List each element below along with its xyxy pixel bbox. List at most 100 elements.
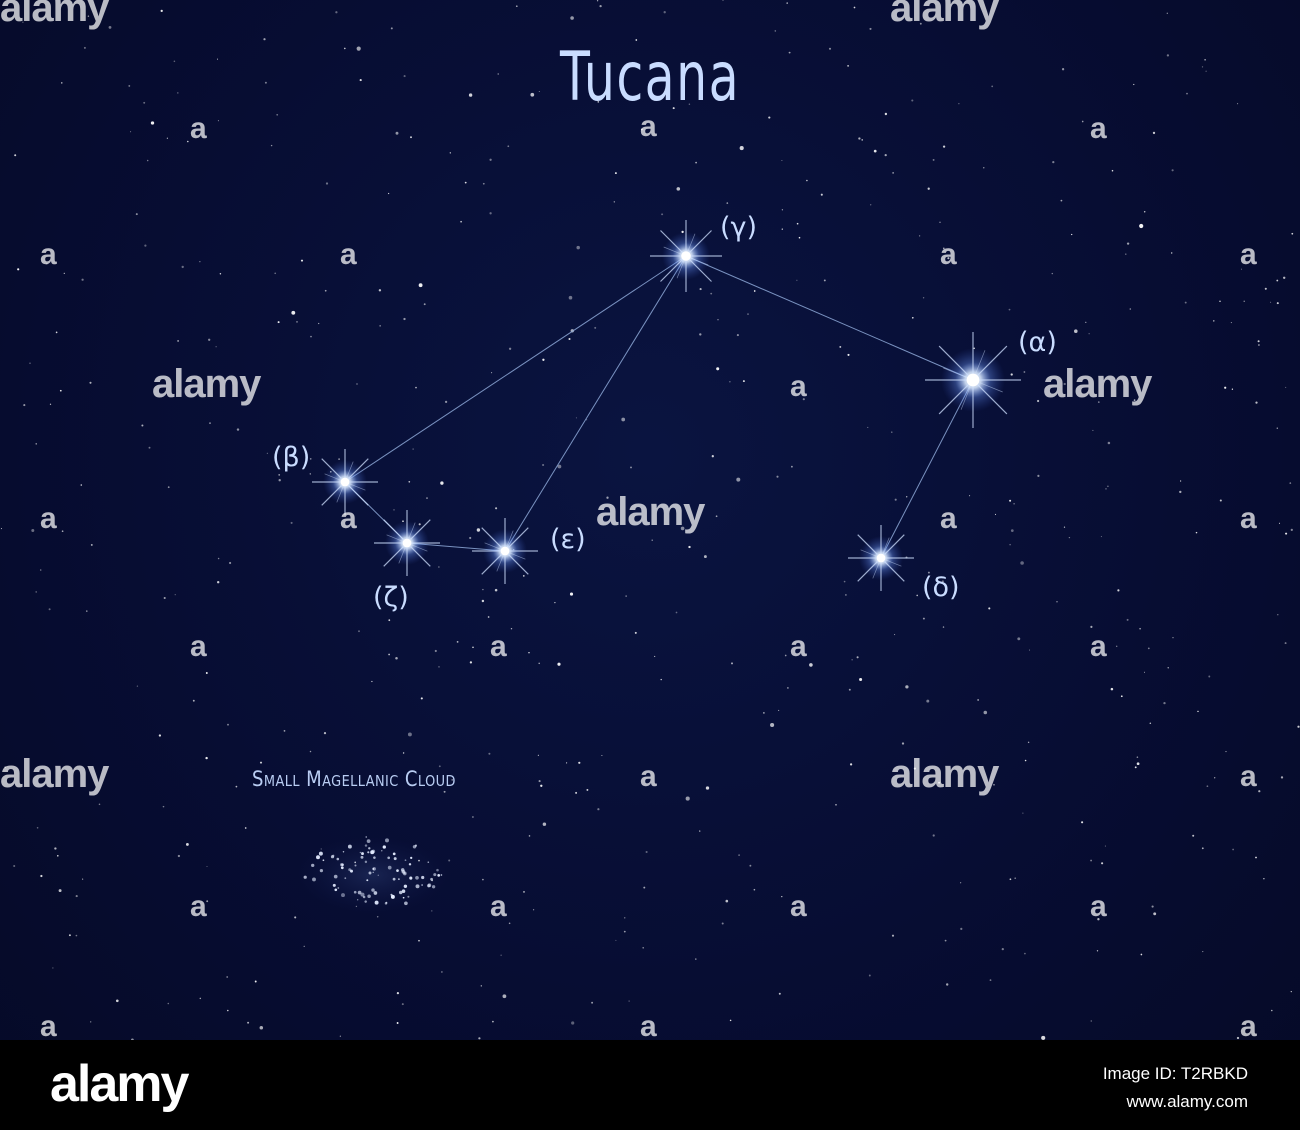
background-star	[167, 1002, 170, 1005]
background-star	[1206, 785, 1209, 788]
background-star	[1147, 647, 1150, 650]
watermark-mark: a	[1240, 238, 1257, 271]
background-star	[710, 292, 713, 295]
background-star	[1231, 388, 1234, 390]
background-star	[798, 236, 801, 239]
background-star	[1085, 321, 1087, 323]
background-star	[31, 529, 35, 532]
background-star	[747, 313, 749, 315]
background-star	[136, 685, 139, 687]
background-star	[325, 182, 329, 185]
background-star	[623, 930, 626, 933]
background-star	[784, 654, 787, 657]
background-star	[1104, 845, 1106, 847]
cloud-star	[393, 857, 397, 861]
background-star	[491, 372, 493, 374]
background-star	[259, 761, 263, 764]
background-star	[181, 265, 184, 269]
watermark-mark: a	[640, 110, 657, 143]
background-star	[1125, 253, 1127, 255]
background-star	[666, 68, 668, 70]
background-star	[847, 64, 850, 67]
background-star	[128, 84, 131, 87]
background-star	[4, 766, 7, 769]
background-star	[835, 803, 837, 806]
background-star	[571, 1021, 575, 1025]
background-star	[90, 543, 93, 546]
background-star	[481, 599, 485, 603]
background-star	[1133, 399, 1136, 401]
background-star	[1140, 953, 1143, 956]
watermark-mark: a	[1240, 760, 1257, 793]
background-star	[532, 909, 535, 911]
background-star	[901, 742, 905, 745]
background-star	[597, 101, 600, 103]
background-star	[643, 886, 646, 889]
background-star	[1009, 878, 1012, 881]
background-star	[1201, 847, 1204, 850]
background-star	[892, 172, 894, 174]
background-star	[1219, 300, 1221, 302]
background-star	[569, 592, 574, 596]
cloud-star	[396, 869, 399, 872]
background-star	[867, 426, 869, 428]
background-star	[0, 528, 2, 530]
background-star	[494, 588, 498, 592]
cloud-star	[392, 877, 396, 881]
watermark-mark: a	[1240, 502, 1257, 535]
background-star	[1126, 242, 1130, 245]
background-star	[1257, 344, 1260, 346]
cloud-star	[437, 874, 441, 877]
background-star	[55, 331, 58, 334]
background-star	[1028, 649, 1031, 651]
background-star	[1225, 751, 1227, 753]
background-star	[502, 994, 507, 999]
cloud-star	[357, 890, 362, 895]
background-star	[131, 1038, 134, 1040]
background-star	[932, 834, 935, 837]
background-star	[264, 81, 267, 84]
background-star	[208, 338, 211, 341]
background-star	[538, 662, 540, 665]
background-star	[977, 699, 979, 701]
background-star	[229, 561, 232, 565]
background-star	[388, 619, 391, 622]
background-star	[456, 641, 459, 643]
background-star	[538, 90, 540, 93]
cloud-star	[400, 868, 405, 872]
background-star	[601, 754, 603, 757]
background-star	[1010, 529, 1014, 532]
cloud-star	[427, 884, 431, 888]
background-star	[471, 816, 474, 818]
background-star	[1195, 531, 1198, 534]
background-star	[613, 201, 615, 203]
background-star	[672, 107, 675, 110]
background-star	[338, 458, 340, 460]
cloud-star	[402, 896, 405, 899]
cloud-star	[334, 888, 338, 892]
background-star	[438, 566, 440, 568]
cloud-star	[340, 866, 344, 870]
background-star	[575, 417, 577, 419]
background-star	[578, 761, 581, 764]
cloud-star	[332, 883, 336, 887]
cloud-star	[421, 884, 423, 886]
background-star	[891, 431, 893, 433]
background-star	[635, 39, 638, 41]
watermark-mark: a	[1240, 1010, 1257, 1043]
cloud-star	[407, 895, 410, 898]
background-star	[402, 752, 405, 754]
background-star	[858, 137, 861, 140]
background-star	[528, 835, 531, 837]
cloud-star	[366, 839, 371, 843]
background-star	[576, 245, 580, 250]
background-star	[476, 528, 481, 532]
cloud-star	[342, 851, 345, 853]
background-star	[753, 888, 756, 891]
background-star	[688, 103, 691, 105]
cloud-star	[360, 855, 364, 859]
cloud-star	[371, 849, 376, 854]
cloud-star	[362, 895, 366, 899]
background-star	[434, 649, 437, 653]
watermark-mark: a	[490, 890, 507, 923]
